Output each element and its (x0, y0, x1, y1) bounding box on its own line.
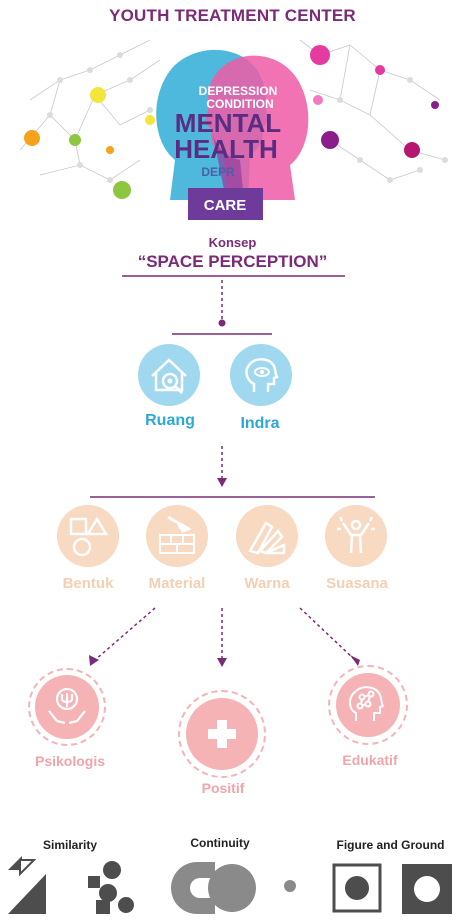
page-title: YOUTH TREATMENT CENTER (109, 6, 356, 25)
gestalt-label-continuity: Continuity (190, 836, 250, 850)
plus-icon (208, 720, 236, 748)
similarity-shapes-icon (8, 856, 134, 914)
hero-word-depr: DEPR (201, 165, 235, 179)
ruang-node (138, 344, 200, 406)
warna-node (236, 505, 298, 567)
figure-ground-icon (332, 863, 452, 914)
house-eye-icon (151, 358, 187, 395)
concept-prefix: Konsep (208, 235, 257, 250)
material-node (146, 505, 208, 567)
hero-word-care: CARE (204, 197, 247, 214)
level3-label-positif: Positif (201, 780, 245, 796)
level1-label-ruang: Ruang (145, 412, 195, 429)
psikologis-node (35, 675, 99, 739)
level2-label-warna: Warna (244, 575, 290, 592)
shapes-icon (69, 516, 109, 557)
edukatif-node (336, 673, 400, 737)
concept-title: “SPACE PERCEPTION” (137, 252, 328, 271)
mental-health-illustration: DEPRESSION CONDITION MENTAL HEALTH DEPR … (19, 39, 448, 220)
level2-label-bentuk: Bentuk (62, 575, 114, 592)
hero-word-depression: DEPRESSION (199, 84, 278, 98)
indra-node (230, 344, 292, 406)
psikologis-ring (28, 668, 106, 746)
edukatif-ring (328, 665, 408, 745)
bentuk-node (57, 505, 119, 567)
positif-ring (178, 690, 266, 778)
gestalt-label-similarity: Similarity (42, 838, 98, 852)
head-eye-icon (245, 358, 279, 392)
gestalt-label-figure-ground: Figure and Ground (336, 838, 445, 852)
suasana-node (325, 505, 387, 567)
hero-word-health: HEALTH (174, 134, 278, 164)
color-swatch-icon (248, 521, 286, 555)
level3-label-edukatif: Edukatif (342, 752, 398, 768)
hero-word-mental: MENTAL (175, 108, 282, 138)
level1-label-indra: Indra (240, 415, 280, 432)
brain-network-icon (349, 686, 385, 721)
trowel-brick-icon (159, 515, 195, 554)
level2-label-suasana: Suasana (326, 575, 388, 592)
joyful-person-icon (337, 516, 375, 554)
positif-node (186, 698, 258, 770)
psychology-hands-icon (48, 687, 86, 725)
continuity-shapes-icon (171, 862, 296, 914)
level3-label-psikologis: Psikologis (34, 753, 106, 769)
level2-label-material: Material (148, 575, 206, 592)
hero-word-condition: CONDITION (206, 97, 273, 111)
